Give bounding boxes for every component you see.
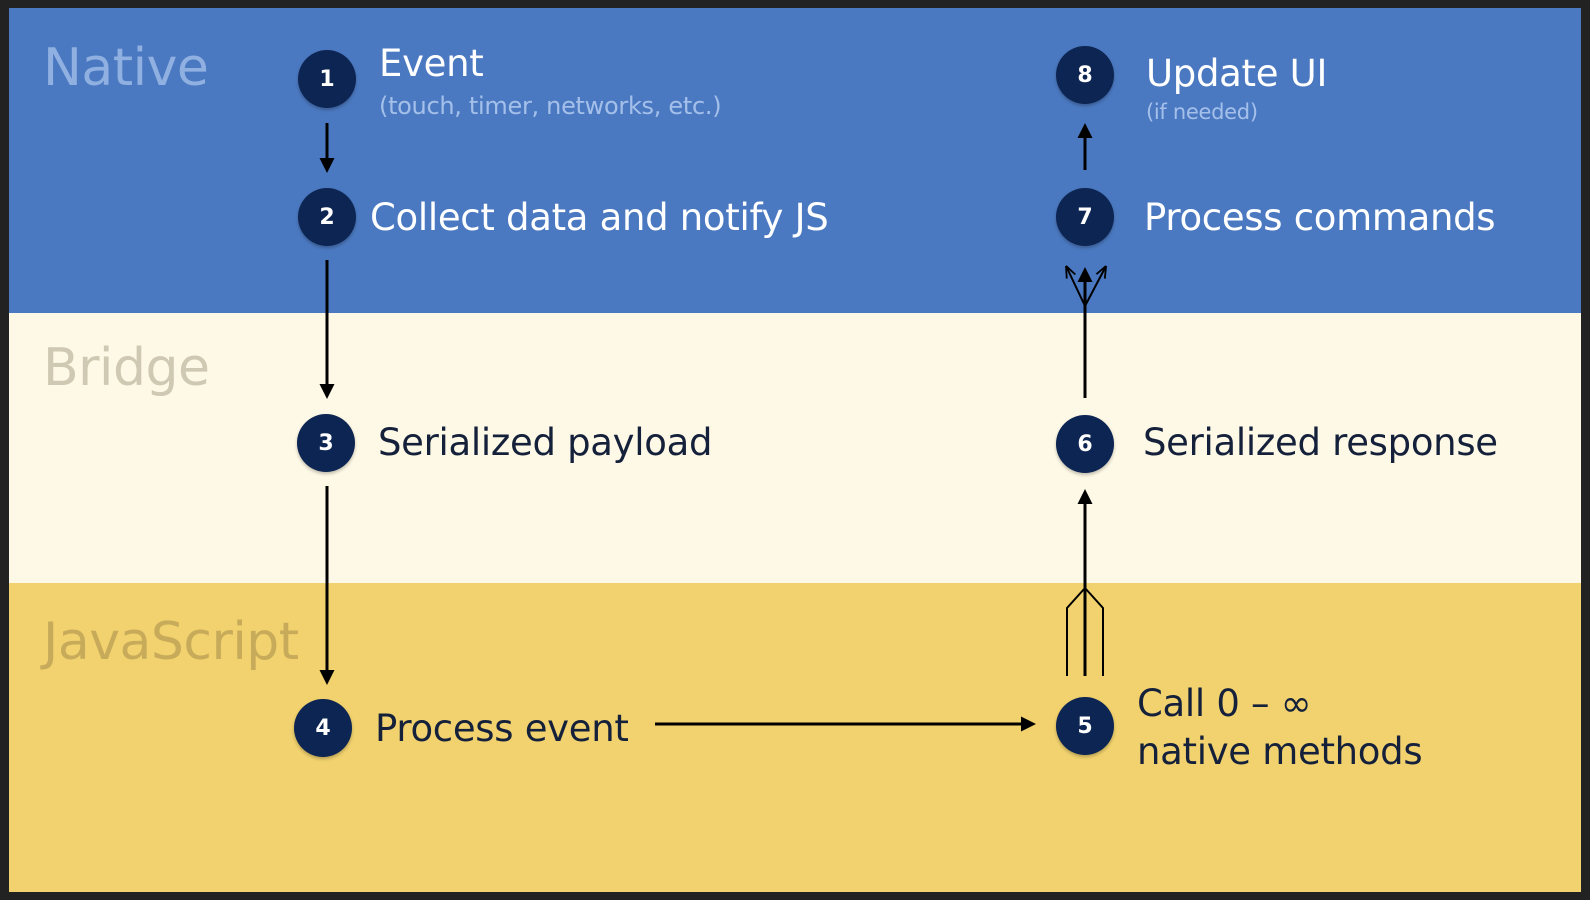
step-6-badge: 6 [1056, 415, 1114, 473]
arrow-6-to-7 [1067, 268, 1105, 398]
arrow-5-to-6 [1066, 489, 1104, 676]
step-2-badge: 2 [298, 188, 356, 246]
architecture-diagram: Native Bridge JavaScript [9, 8, 1581, 892]
step-2-title: Collect data and notify JS [370, 196, 829, 239]
bridge-layer-label: Bridge [43, 338, 210, 398]
step-5-line-1: Call 0 – ∞ [1137, 682, 1312, 725]
flow-arrows [319, 123, 1581, 732]
step-1-title: Event [379, 42, 484, 85]
native-layer-band [9, 8, 1581, 313]
step-1-subtitle: (touch, timer, networks, etc.) [379, 92, 722, 120]
step-6-title: Serialized response [1143, 421, 1498, 464]
step-4-badge: 4 [294, 699, 352, 757]
javascript-layer-label: JavaScript [43, 612, 299, 672]
step-8-subtitle: (if needed) [1146, 100, 1258, 124]
step-3-badge: 3 [297, 414, 355, 472]
step-4-title: Process event [375, 707, 629, 750]
step-3-title: Serialized payload [378, 421, 713, 464]
step-5-badge: 5 [1056, 697, 1114, 755]
step-7-badge: 7 [1056, 188, 1114, 246]
step-8-badge: 8 [1056, 46, 1114, 104]
step-1-badge: 1 [298, 50, 356, 108]
step-8-title: Update UI [1146, 52, 1328, 95]
bridge-layer-band [9, 313, 1581, 583]
native-layer-label: Native [43, 38, 209, 98]
step-7-title: Process commands [1144, 196, 1496, 239]
step-5-line-2: native methods [1137, 730, 1423, 773]
javascript-layer-band [9, 583, 1581, 892]
